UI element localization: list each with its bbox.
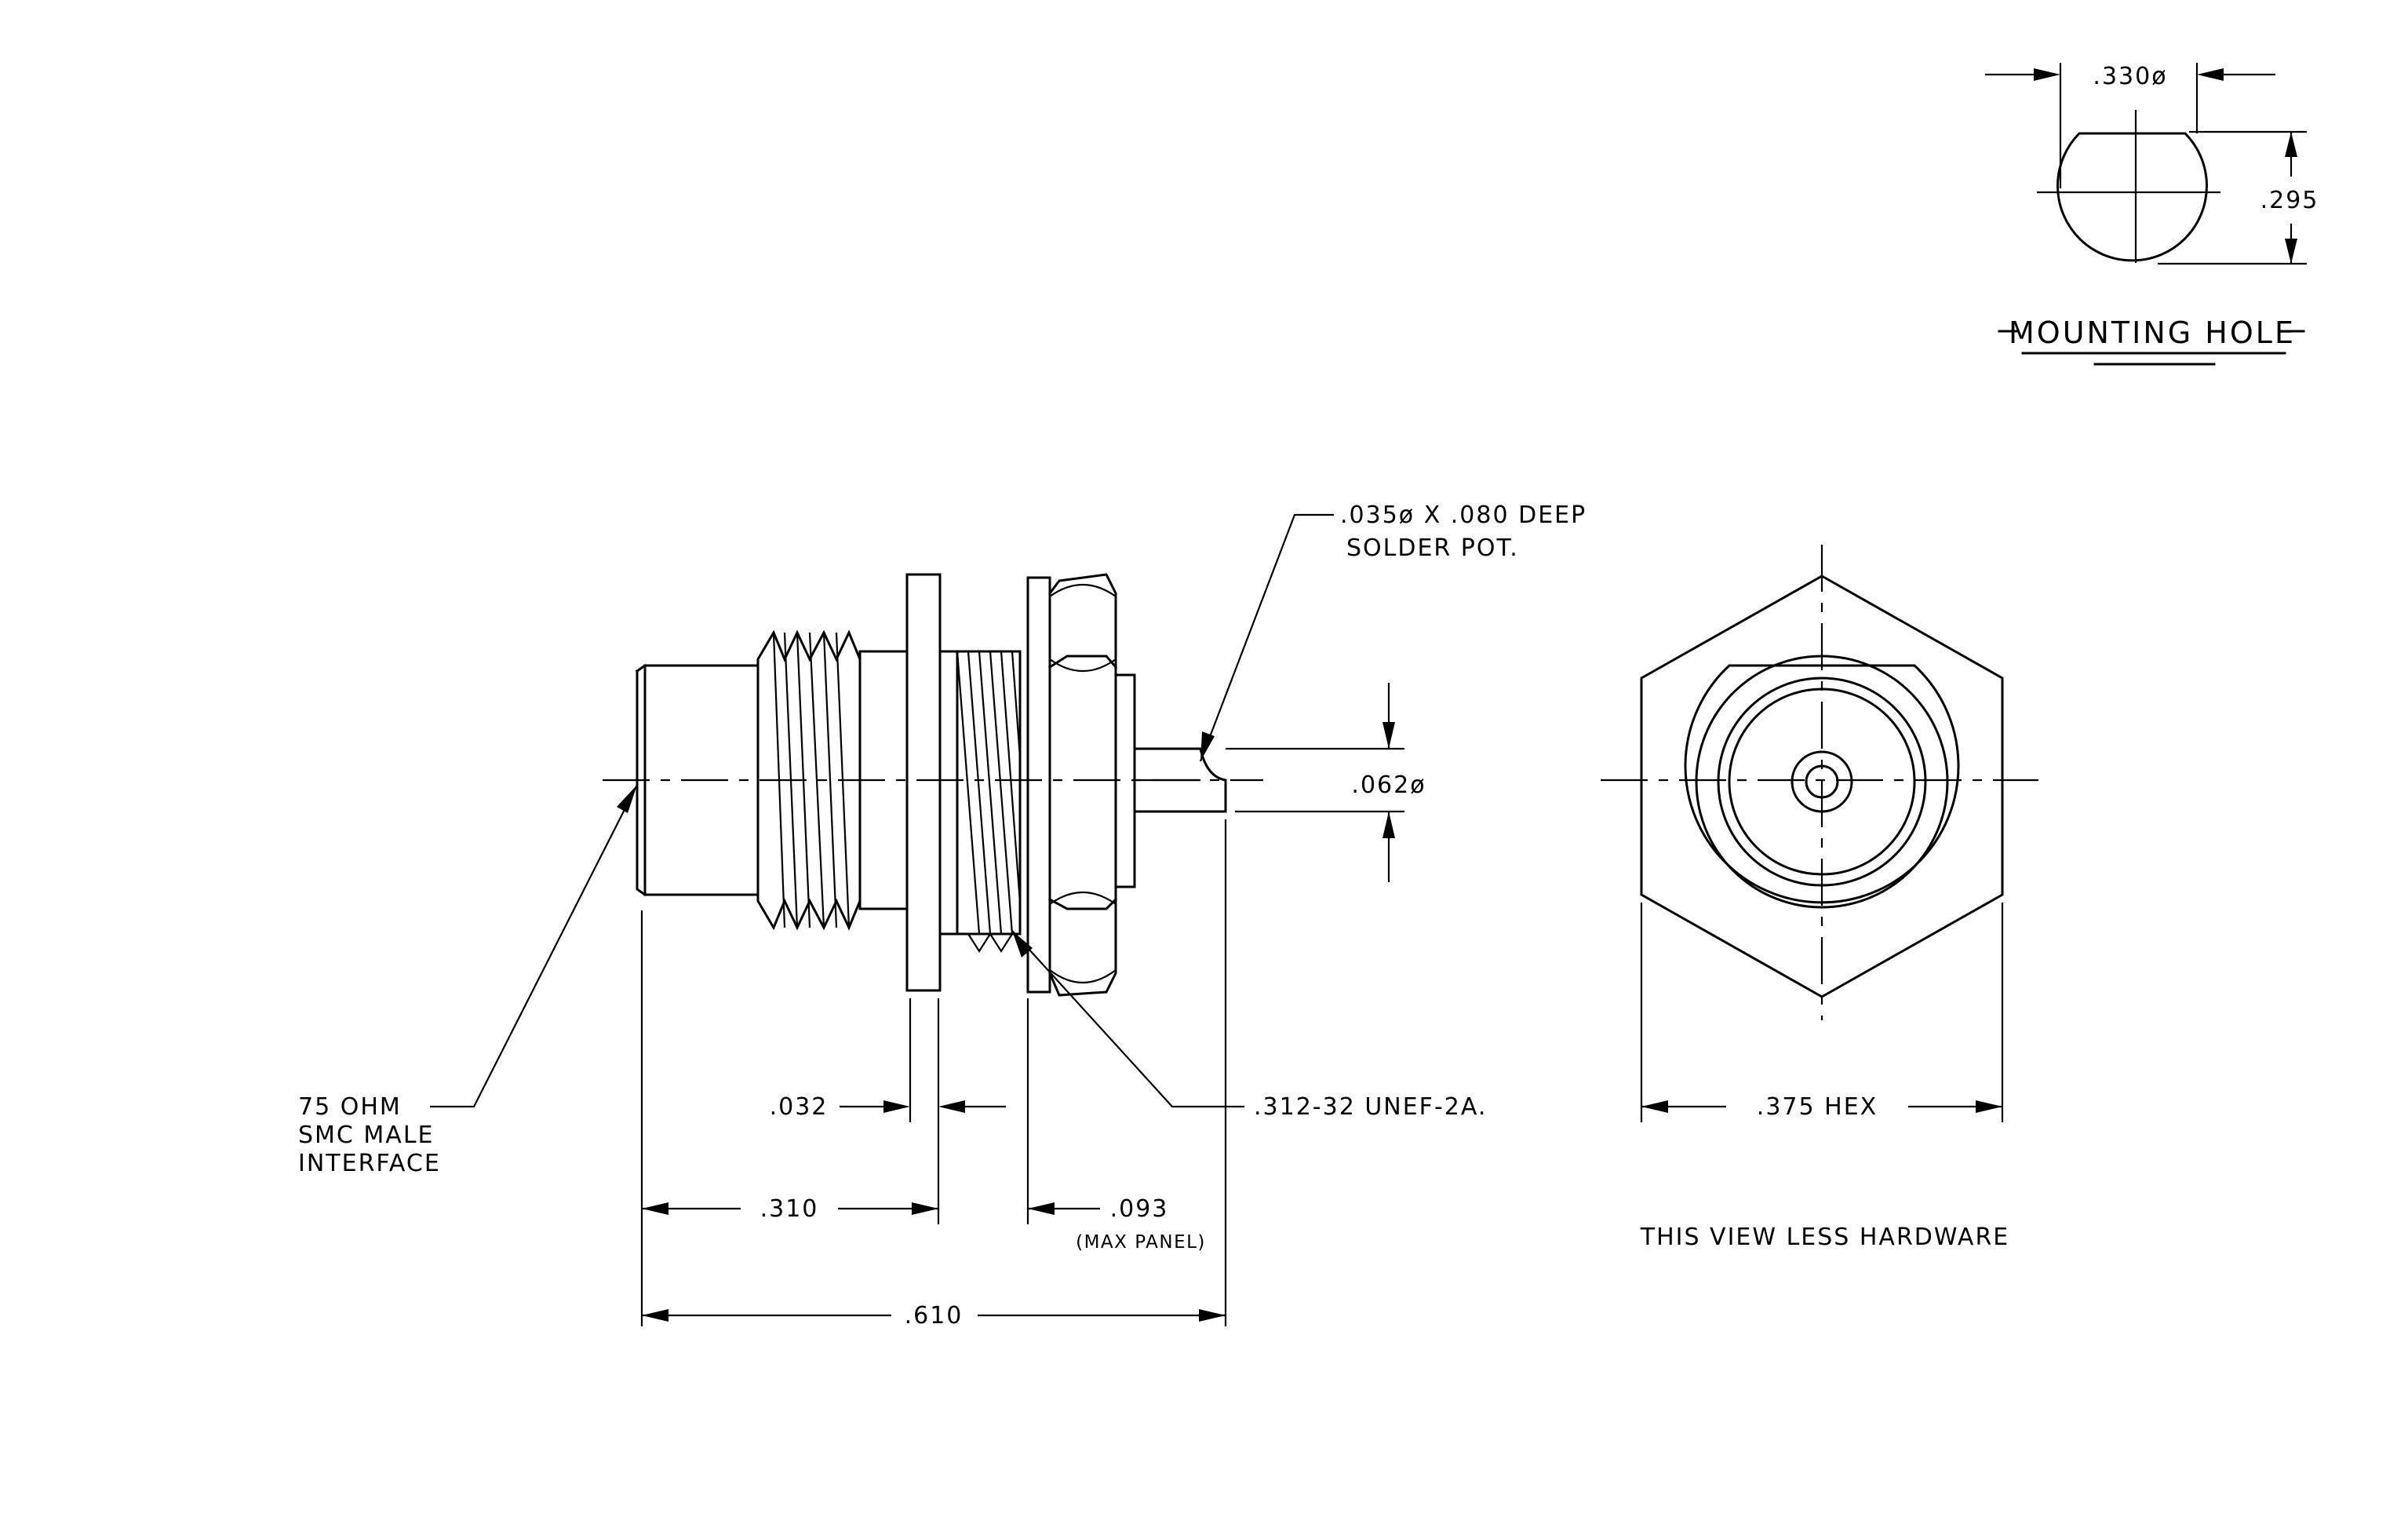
mh-title: MOUNTING HOLE <box>2009 316 2296 350</box>
hex-body-circle-3 <box>1717 677 1927 887</box>
mounting-hole-view: .330ø .295 MOUNTING HOLE <box>1985 63 2319 366</box>
pin-dia-arrow-top <box>1383 722 1395 749</box>
interface-leader <box>430 784 638 1108</box>
mh-width-arrow-left <box>2034 68 2060 81</box>
solder-pot-line1: .035ø X .080 DEEP <box>1340 502 1587 529</box>
side-view: .035ø X .080 DEEP SOLDER POT. .062ø 75 O… <box>298 502 1587 1330</box>
end-view-note: THIS VIEW LESS HARDWARE <box>1640 1224 2010 1251</box>
interface-line3: INTERFACE <box>298 1150 441 1177</box>
dim-610-label: .610 <box>905 1302 964 1330</box>
hex-body-circle-outer <box>1684 664 1960 904</box>
interface-line1: 75 OHM <box>298 1093 402 1121</box>
dim-310-arrow-left <box>642 1202 668 1215</box>
dim-310-label: .310 <box>760 1195 819 1223</box>
mounting-hole-outline <box>2056 132 2208 262</box>
thread-leader <box>1011 930 1244 1108</box>
hex-dim-label: .375 HEX <box>1757 1093 1878 1121</box>
pin-dia-label: .062ø <box>1351 771 1426 799</box>
end-view: .375 HEX THIS VIEW LESS HARDWARE <box>1601 545 2038 1251</box>
center-pin-outer <box>1791 750 1853 813</box>
hex-nut-chamfer-bottom <box>1049 969 1117 984</box>
mh-width-label: .330ø <box>2093 63 2167 90</box>
hex-dim-arrow-left <box>1641 1100 1668 1113</box>
hex-nut <box>1048 573 1117 997</box>
rear-thread <box>956 650 1022 954</box>
hex-body-circle-4 <box>1728 688 1916 876</box>
washer <box>1026 576 1051 994</box>
dim-032-arrow-right <box>938 1100 965 1113</box>
dim-032-label: .032 <box>770 1093 829 1121</box>
center-pin-inner <box>1805 764 1839 799</box>
hex-nut-faces <box>1047 655 1118 910</box>
thread-arrow <box>1012 931 1033 957</box>
mh-height-label: .295 <box>2260 187 2319 214</box>
solder-pot-leader <box>1199 513 1334 762</box>
interface-arrow <box>617 785 637 813</box>
interface-line2: SMC MALE <box>298 1122 435 1149</box>
solder-pot-arrow <box>1200 731 1215 761</box>
dim-310-arrow-right <box>912 1202 938 1215</box>
flange <box>905 573 942 992</box>
dim-610-arrow-right <box>1199 1309 1226 1322</box>
pin-dia-arrow-bottom <box>1383 812 1395 838</box>
hex-body-circle-2 <box>1695 655 1949 909</box>
mh-height-arrow-bottom <box>2285 239 2297 264</box>
dim-032-arrow-left <box>883 1100 910 1113</box>
hex-nut-chamfer-mid2 <box>1049 891 1117 905</box>
dim-093-note: (MAX PANEL) <box>1076 1232 1206 1253</box>
hex-outline <box>1640 574 2004 998</box>
front-thread <box>756 629 862 931</box>
dim-610-arrow-left <box>642 1309 668 1322</box>
hex-nut-chamfer-top <box>1049 583 1117 597</box>
thread-spec-label: .312-32 UNEF-2A. <box>1254 1093 1487 1121</box>
mh-width-arrow-right <box>2197 68 2224 81</box>
hex-nut-chamfer-mid1 <box>1049 658 1117 673</box>
solder-pot-line2: SOLDER POT. <box>1346 534 1519 562</box>
dim-093-arrow <box>1028 1202 1055 1215</box>
hex-dim-arrow-right <box>1976 1100 2002 1113</box>
rear-body-step <box>938 650 959 936</box>
mh-height-arrow-top <box>2285 132 2297 157</box>
dim-093-label: .093 <box>1110 1195 1169 1223</box>
